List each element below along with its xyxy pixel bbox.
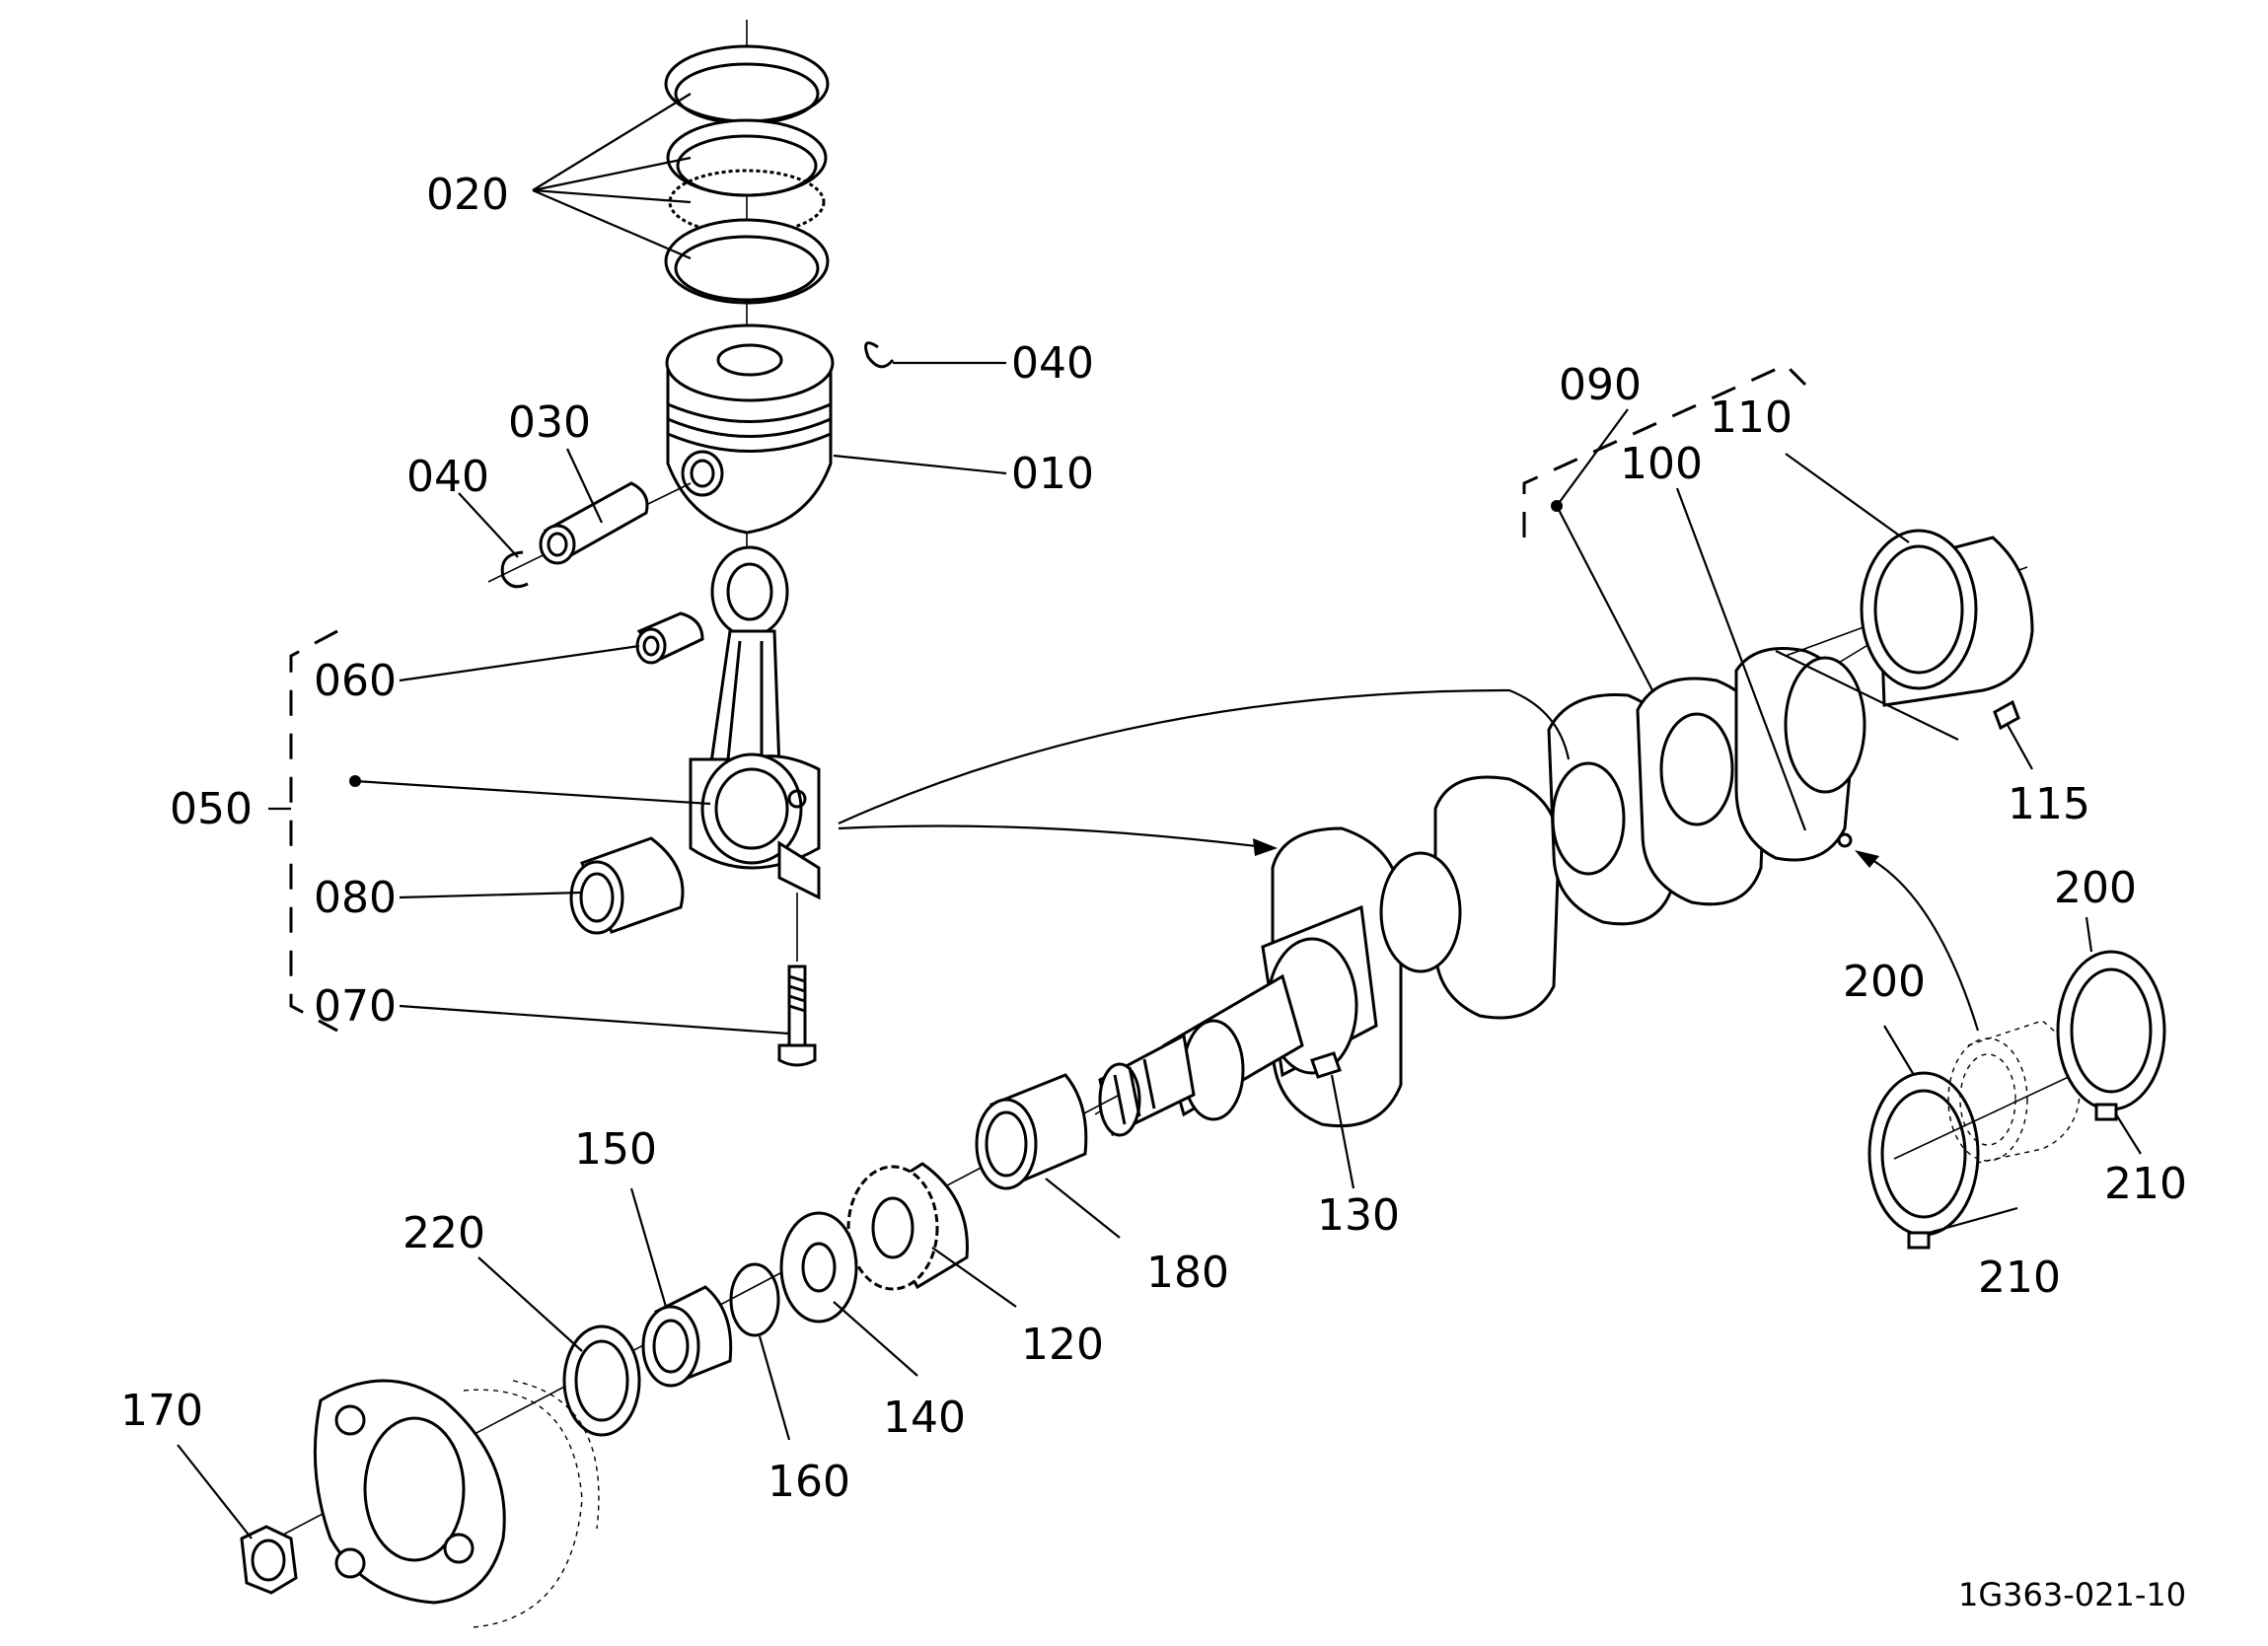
- piston-rings: [664, 20, 830, 325]
- label-210-left: 210: [1978, 1252, 2061, 1303]
- oil-seal: [562, 1324, 641, 1437]
- label-100: 100: [1620, 439, 1703, 489]
- label-060: 060: [314, 656, 397, 706]
- label-210-right: 210: [2104, 1159, 2187, 1209]
- label-090: 090: [1559, 360, 1642, 410]
- label-120: 120: [1021, 1320, 1104, 1370]
- piston: [665, 323, 895, 535]
- circlip-left: [500, 550, 529, 589]
- label-010: 010: [1011, 449, 1094, 499]
- label-180: 180: [1146, 1248, 1229, 1298]
- crankshaft: [1094, 640, 1875, 1137]
- gear-washer: [779, 1211, 858, 1324]
- label-020: 020: [426, 170, 509, 220]
- crank-gear: [846, 1162, 969, 1291]
- leader-lines: [177, 93, 2142, 1539]
- big-end-bearing: [569, 836, 685, 935]
- label-040-right: 040: [1011, 338, 1094, 389]
- thrust-washer-right: [2056, 950, 2166, 1121]
- label-110: 110: [1710, 393, 1792, 443]
- thrust-washer-left: [1867, 1071, 1980, 1250]
- crank-collar: [975, 1073, 1088, 1190]
- rear-main-bushing: [1775, 529, 2034, 741]
- label-200-right: 200: [2054, 863, 2137, 913]
- part-labels: 020 040 030 040 010 060 050 080 070 090 …: [120, 170, 2187, 1507]
- small-end-bushing: [635, 611, 704, 665]
- rod-bolt: [777, 893, 817, 1067]
- label-150: 150: [574, 1124, 657, 1175]
- label-050: 050: [170, 784, 253, 834]
- crank-nut: [240, 1525, 298, 1595]
- label-160: 160: [768, 1457, 850, 1507]
- connecting-rod: [689, 533, 821, 900]
- label-080: 080: [314, 873, 397, 923]
- o-ring: [729, 1262, 780, 1337]
- piston-pin: [487, 481, 692, 583]
- label-115: 115: [2008, 779, 2090, 829]
- label-070: 070: [314, 981, 397, 1032]
- oil-seal-collar: [641, 1285, 733, 1388]
- label-220: 220: [402, 1208, 485, 1258]
- label-200-left: 200: [1843, 957, 1926, 1007]
- assembly-arrows: [838, 688, 1980, 1032]
- label-030: 030: [508, 397, 591, 448]
- pulley-hub: [313, 1379, 600, 1628]
- drawing-code: 1G363-021-10: [1958, 1576, 2186, 1613]
- label-170: 170: [120, 1386, 203, 1436]
- label-130: 130: [1317, 1190, 1400, 1241]
- label-040-left: 040: [406, 452, 489, 502]
- label-140: 140: [883, 1393, 966, 1443]
